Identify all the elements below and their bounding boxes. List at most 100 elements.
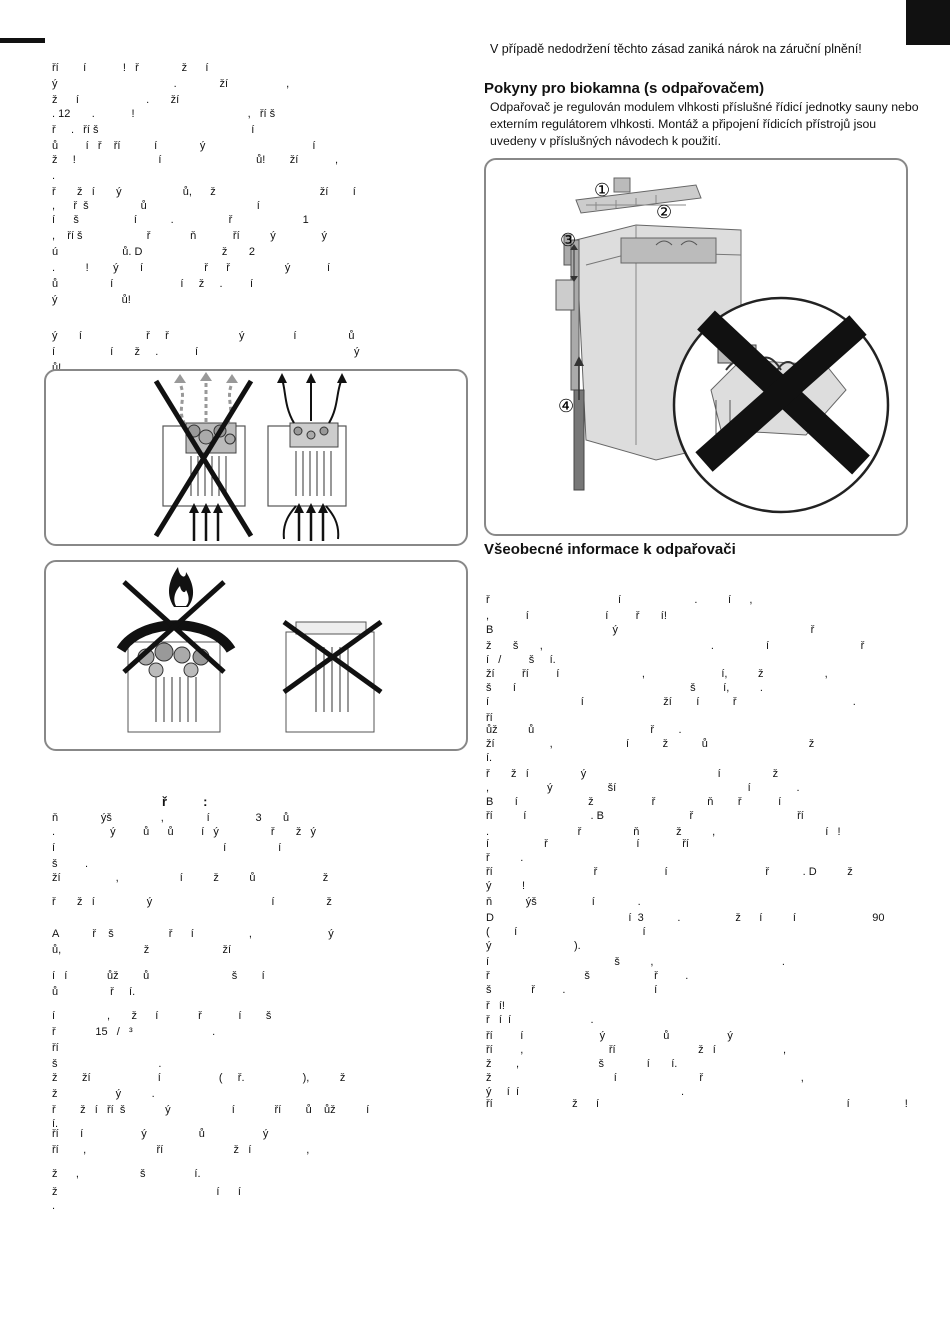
warranty-warning-text: V případě nedodržení těchto zásad zaniká… bbox=[490, 42, 862, 56]
text-fragment-line: ř ž í ý ů, ž ží í bbox=[52, 186, 356, 198]
text-fragment-line: ř š ř . bbox=[486, 970, 689, 982]
text-fragment-line: í í í bbox=[52, 842, 282, 854]
text-fragment-line: ň ýš í . bbox=[486, 896, 641, 908]
text-fragment-line: ří , ří ž í , bbox=[486, 1044, 787, 1056]
text-fragment-line: š ř . í bbox=[486, 984, 658, 996]
magnified-detail-circle bbox=[672, 296, 890, 514]
text-fragment-line: ž , š í. bbox=[52, 1168, 201, 1180]
text-fragment-line: ů, ž ží bbox=[52, 944, 232, 956]
text-fragment-line: ž ý . bbox=[52, 1088, 155, 1100]
general-info-title: Všeobecné informace k odpařovači bbox=[484, 541, 736, 558]
text-fragment-line: ří ř í ř . D ž bbox=[486, 866, 853, 878]
text-fragment-line: , ý ší í . bbox=[486, 782, 800, 794]
text-fragment-line: ží ří í , í, ž , bbox=[486, 668, 828, 680]
text-fragment-line: ů! bbox=[52, 362, 62, 374]
text-fragment-line: ž š , . í ř bbox=[486, 640, 865, 652]
text-fragment-line: ý ). bbox=[486, 940, 581, 952]
text-fragment-line: . bbox=[52, 170, 56, 182]
text-fragment-line: ( í í bbox=[486, 926, 646, 938]
biokamna-line-3: uvedeny v příslušných návodech k použití… bbox=[490, 134, 722, 148]
label-1: ① bbox=[594, 180, 610, 201]
text-fragment-line: . ř ň ž , í ! bbox=[486, 826, 841, 838]
label-3: ③ bbox=[560, 230, 576, 251]
text-fragment-line: í í ůž ů š í bbox=[52, 970, 265, 982]
text-fragment-line: ů ř í. bbox=[52, 986, 136, 998]
vaporizer-figure-panel: ① ② ③ ④ bbox=[484, 158, 908, 536]
text-fragment-line: í. bbox=[52, 1118, 59, 1130]
text-fragment-line: ň ýš , í 3 ů bbox=[52, 812, 290, 824]
text-fragment-line: š í š í, . bbox=[486, 682, 763, 694]
text-fragment-line: . 12 . ! , ří š bbox=[52, 108, 276, 120]
text-fragment-line: í í ží í ř . bbox=[486, 696, 856, 708]
text-fragment-line: í š í . ř 1 bbox=[52, 214, 309, 226]
fire-hazard-figure-panel bbox=[44, 560, 468, 751]
biokamna-section-title: Pokyny pro biokamna (s odpařovačem) bbox=[484, 80, 765, 97]
text-fragment-line: ř í! bbox=[486, 1000, 505, 1012]
text-fragment-line: ří bbox=[52, 1042, 59, 1054]
label-4: ④ bbox=[558, 396, 574, 417]
text-fragment-line: , ří š ř ň ří ý ý bbox=[52, 230, 328, 242]
covered-heater-illustration bbox=[116, 580, 236, 733]
text-fragment-line: ž í . ží bbox=[52, 94, 180, 106]
text-fragment-line: í. bbox=[486, 752, 493, 764]
text-fragment-line: ý í í . bbox=[486, 1086, 685, 1098]
text-fragment-line: . bbox=[52, 1200, 56, 1212]
text-fragment-line: ž ží í ( ř. ), ž bbox=[52, 1072, 346, 1084]
text-fragment-line: ří í ! ř ž í bbox=[52, 62, 209, 74]
flame-icon bbox=[169, 567, 194, 607]
left-section-heading: ř : bbox=[162, 794, 208, 809]
text-fragment-line: í / š í. bbox=[486, 654, 556, 666]
text-fragment-line: ř í . í , bbox=[486, 594, 753, 606]
biokamna-line-2: externím regulátorem vlhkosti. Montáž a … bbox=[490, 117, 877, 131]
text-fragment-line: D í 3 . ž í í 90 bbox=[486, 912, 885, 924]
text-fragment-line: ř í í . bbox=[486, 1014, 594, 1026]
text-fragment-line: ží , í ž ů ž bbox=[52, 872, 329, 884]
heater-correct-illustration bbox=[267, 373, 347, 541]
text-fragment-line: í í ž . í ý bbox=[52, 346, 360, 358]
text-fragment-line: í š , . bbox=[486, 956, 785, 968]
airflow-figure-panel bbox=[44, 369, 468, 546]
text-fragment-line: ž , š í í. bbox=[486, 1058, 678, 1070]
text-fragment-line: ř . bbox=[486, 852, 524, 864]
text-fragment-line: ž í ř , bbox=[486, 1072, 804, 1084]
text-fragment-line: . ý ů ů í ý ř ž ý bbox=[52, 826, 317, 838]
text-fragment-line: ž ! í ů! ží , bbox=[52, 154, 339, 166]
text-fragment-line: ž í í bbox=[52, 1186, 241, 1198]
text-fragment-line: ří , ří ž í , bbox=[52, 1144, 310, 1156]
text-fragment-line: A ř š ř í , ý bbox=[52, 928, 334, 940]
top-left-rule bbox=[0, 38, 45, 43]
biokamna-line-1: Odpařovač je regulován modulem vlhkosti … bbox=[490, 100, 919, 114]
text-fragment-line: š . bbox=[52, 858, 89, 870]
text-fragment-line: ř ž í ří š ý í ří ů ůž í bbox=[52, 1104, 370, 1116]
heater-covered-illustration bbox=[153, 372, 254, 541]
text-fragment-line: í , ž í ř í š bbox=[52, 1010, 272, 1022]
text-fragment-line: ů í ř ří í ý í bbox=[52, 140, 316, 152]
text-fragment-line: š . bbox=[52, 1058, 162, 1070]
label-2: ② bbox=[656, 202, 672, 223]
text-fragment-line: , ř š ů í bbox=[52, 200, 260, 212]
text-fragment-line: ří bbox=[486, 712, 493, 724]
text-fragment-line: B ý ř bbox=[486, 624, 815, 636]
text-fragment-line: ů í í ž . í bbox=[52, 278, 254, 290]
text-fragment-line: ží , í ž ů ž bbox=[486, 738, 815, 750]
text-fragment-line: . ! ý í ř ř ý í bbox=[52, 262, 331, 274]
text-fragment-line: ří ž í í ! bbox=[486, 1098, 908, 1110]
text-fragment-line: ří í . B ř ří bbox=[486, 810, 804, 822]
text-fragment-line: ř ž í ý í ž bbox=[52, 896, 332, 908]
text-fragment-line: ý ! bbox=[486, 880, 526, 892]
text-fragment-line: ř . ří š í bbox=[52, 124, 255, 136]
text-fragment-line: ý ů! bbox=[52, 294, 131, 306]
text-fragment-line: ří í ý ů ý bbox=[486, 1030, 733, 1042]
text-fragment-line: ř 15 / ³ . bbox=[52, 1026, 216, 1038]
text-fragment-line: í ř í ří bbox=[486, 838, 689, 850]
text-fragment-line: ý . ží , bbox=[52, 78, 290, 90]
figure-labels: ① ② ③ ④ bbox=[558, 180, 672, 417]
closed-heater-illustration bbox=[282, 619, 383, 733]
text-fragment-line: B í ž ř ň ř í bbox=[486, 796, 782, 808]
text-fragment-line: ůž ů ř . bbox=[486, 724, 682, 736]
page-corner-tab bbox=[906, 0, 950, 45]
text-fragment-line: ř ž í ý í ž bbox=[486, 768, 779, 780]
text-fragment-line: ří í ý ů ý bbox=[52, 1128, 269, 1140]
text-fragment-line: , í í ř í! bbox=[486, 610, 667, 622]
text-fragment-line: ý í ř ř ý í ů bbox=[52, 330, 355, 342]
